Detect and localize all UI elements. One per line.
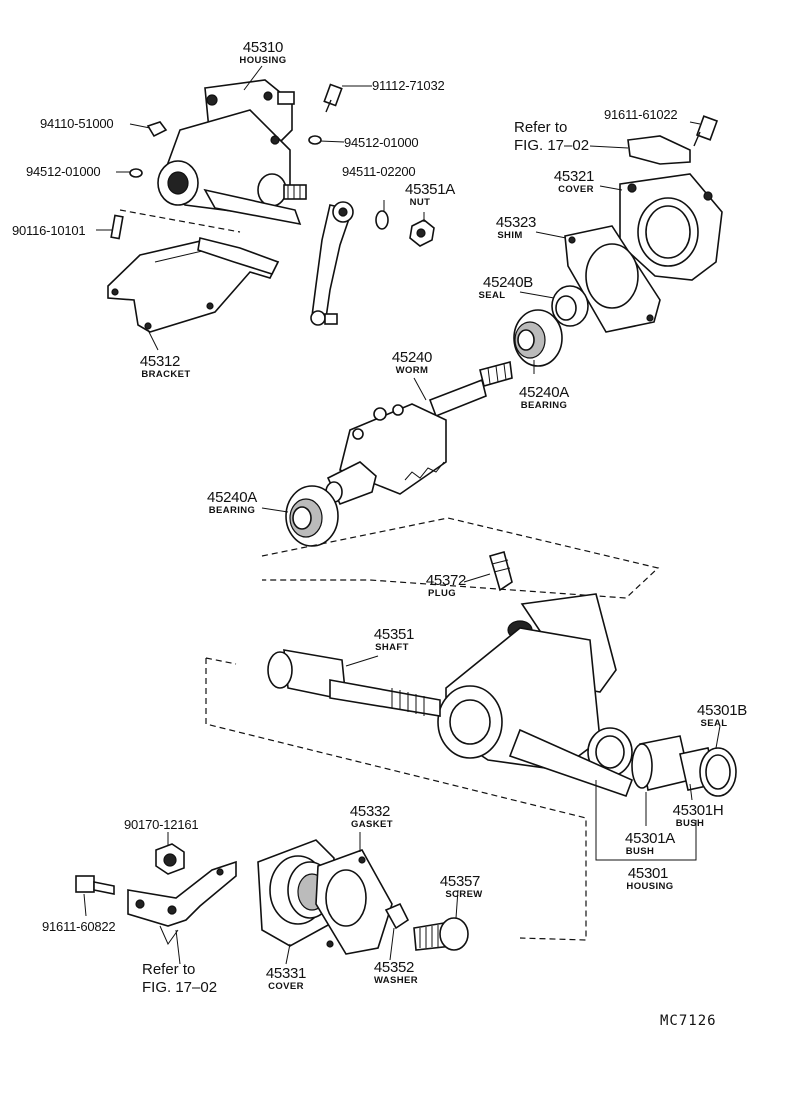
part-number-45312: 45312 — [139, 353, 181, 370]
leader-lines — [83, 65, 721, 965]
part-number-45240B: 45240B — [483, 274, 533, 291]
part-name-bearing-upper: BEARING — [520, 400, 568, 411]
diagram-code: MC7126 — [660, 1013, 717, 1029]
part-number-94511-02200: 94511-02200 — [342, 164, 416, 179]
upper-seal-bearing-drawing — [513, 285, 589, 367]
upper-hardware-drawing — [110, 83, 719, 247]
lower-bearing-drawing — [285, 485, 339, 547]
part-name-shim: SHIM — [497, 230, 523, 241]
part-number-91611-60822: 91611-60822 — [42, 919, 116, 934]
ref-upper-line2: FIG. 17–02 — [514, 137, 590, 154]
lower-cover-gasket-drawing — [257, 839, 410, 955]
part-name-bracket: BRACKET — [141, 369, 191, 380]
lower-bush-seal-drawing — [631, 735, 737, 797]
screw-drawing — [413, 917, 469, 951]
part-number-45372: 45372 — [425, 572, 467, 589]
part-name-cover-lower: COVER — [268, 981, 304, 992]
part-name-cover-upper: COVER — [558, 184, 594, 195]
part-name-housing-upper: HOUSING — [239, 55, 287, 66]
lower-housing-drawing — [437, 593, 634, 798]
ref-upper-line1: Refer to — [514, 119, 568, 136]
part-number-90116-10101: 90116-10101 — [12, 223, 86, 238]
part-name-bearing-lower: BEARING — [208, 505, 256, 516]
part-number-45352: 45352 — [373, 959, 415, 976]
part-name-gasket: GASKET — [351, 819, 393, 830]
part-number-45321: 45321 — [553, 168, 595, 185]
pitman-arm-drawing — [310, 201, 354, 326]
ref-lower-line2: FIG. 17–02 — [142, 979, 218, 996]
part-name-bush-h: BUSH — [675, 818, 705, 829]
part-number-45332: 45332 — [349, 803, 391, 820]
shaft-drawing — [267, 649, 441, 717]
lower-dash-outline — [205, 657, 587, 941]
part-name-housing-lower: HOUSING — [626, 881, 674, 892]
part-number-94512-01000-a: 94512-01000 — [344, 135, 419, 150]
part-number-45331: 45331 — [265, 965, 307, 982]
lower-bracket-drawing — [75, 860, 237, 946]
part-number-45323: 45323 — [495, 214, 537, 231]
part-number-45351: 45351 — [373, 626, 415, 643]
ref-lower-line1: Refer to — [142, 961, 196, 978]
part-number-45240A-upper: 45240A — [519, 384, 569, 401]
lower-nut-drawing — [155, 843, 185, 875]
plug-drawing — [489, 551, 513, 592]
part-number-45351A: 45351A — [405, 181, 455, 198]
part-name-washer-lower: WASHER — [373, 975, 419, 986]
bearing-dash-outline — [261, 517, 660, 599]
part-number-91611-61022: 91611-61022 — [604, 107, 678, 122]
upper-housing-drawing — [157, 79, 307, 226]
part-number-91112-71032: 91112-71032 — [372, 78, 445, 93]
part-number-94110-51000: 94110-51000 — [40, 116, 114, 131]
part-number-45240A-lower: 45240A — [207, 489, 257, 506]
part-number-45240: 45240 — [391, 349, 433, 366]
part-name-screw: SCREW — [445, 889, 483, 900]
part-number-45301A: 45301A — [625, 830, 675, 847]
part-name-shaft: SHAFT — [375, 642, 409, 653]
part-number-45357: 45357 — [439, 873, 481, 890]
part-number-45301B: 45301B — [697, 702, 747, 719]
part-name-seal-lower: SEAL — [700, 718, 728, 729]
part-name-worm: WORM — [395, 365, 429, 376]
part-name-plug: PLUG — [428, 588, 456, 599]
part-number-45310: 45310 — [242, 39, 284, 56]
part-number-45301: 45301 — [627, 865, 669, 882]
part-name-nut: NUT — [409, 197, 431, 208]
part-number-45301H: 45301H — [672, 802, 724, 819]
part-name-seal-upper: SEAL — [478, 290, 506, 301]
part-number-94512-01000-b: 94512-01000 — [26, 164, 101, 179]
bracket-drawing — [107, 237, 280, 333]
worm-drawing — [325, 360, 513, 506]
cover-shim-drawing — [564, 173, 723, 333]
part-number-90170-12161: 90170-12161 — [124, 817, 199, 832]
part-name-bush-a: BUSH — [625, 846, 655, 857]
